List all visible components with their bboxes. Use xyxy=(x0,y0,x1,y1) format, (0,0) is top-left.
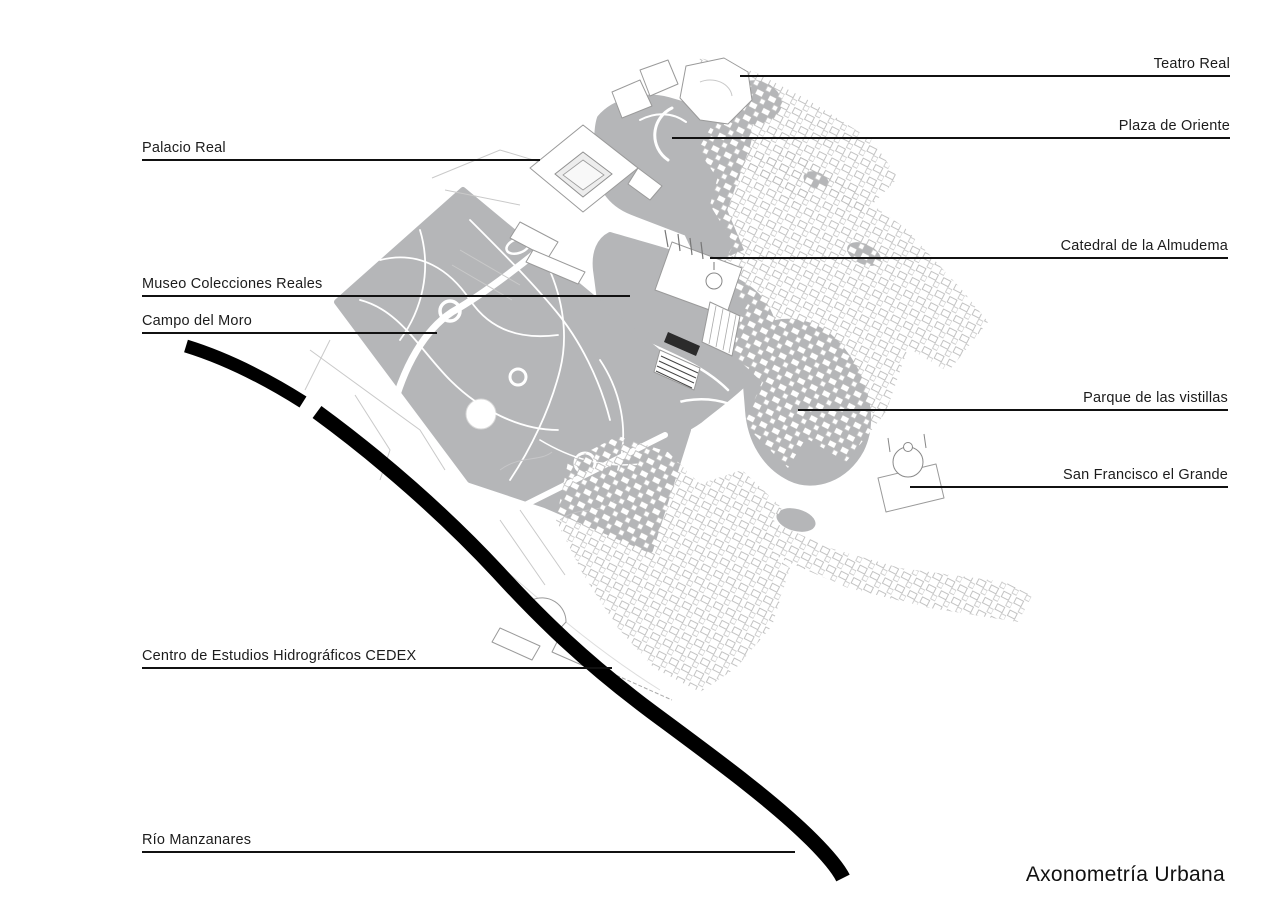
label-museo-colecciones: Museo Colecciones Reales xyxy=(142,276,630,297)
urban-fabric xyxy=(556,58,1032,692)
label-san-francisco: San Francisco el Grande xyxy=(910,467,1228,488)
label-campo-del-moro-text: Campo del Moro xyxy=(142,313,252,329)
teatro-real-building xyxy=(611,57,753,125)
label-palacio-real: Palacio Real xyxy=(142,140,540,161)
bailen-buildings xyxy=(653,301,741,391)
san-francisco-building xyxy=(877,433,945,513)
label-catedral-almudema-text: Catedral de la Almudema xyxy=(1060,238,1228,254)
label-palacio-real-text: Palacio Real xyxy=(142,140,226,156)
label-catedral-almudema: Catedral de la Almudema xyxy=(710,238,1228,259)
label-rio-manzanares-text: Río Manzanares xyxy=(142,832,252,848)
drawing-title: Axonometría Urbana xyxy=(1025,863,1225,886)
label-museo-colecciones-text: Museo Colecciones Reales xyxy=(142,276,323,292)
catedral-building xyxy=(654,229,743,317)
label-cedex-text: Centro de Estudios Hidrográficos CEDEX xyxy=(142,648,417,664)
label-teatro-real: Teatro Real xyxy=(740,56,1230,77)
palacio-real-building xyxy=(509,124,663,285)
label-parque-vistillas: Parque de las vistillas xyxy=(798,390,1228,411)
label-san-francisco-text: San Francisco el Grande xyxy=(1063,467,1228,483)
label-parque-vistillas-text: Parque de las vistillas xyxy=(1083,390,1228,406)
label-plaza-de-oriente: Plaza de Oriente xyxy=(672,118,1230,139)
label-campo-del-moro: Campo del Moro xyxy=(142,313,437,334)
label-plaza-de-oriente-text: Plaza de Oriente xyxy=(1118,118,1230,134)
label-cedex: Centro de Estudios Hidrográficos CEDEX xyxy=(142,648,612,669)
label-rio-manzanares: Río Manzanares xyxy=(142,832,795,853)
rio-manzanares xyxy=(184,339,850,882)
label-teatro-real-text: Teatro Real xyxy=(1153,56,1230,72)
